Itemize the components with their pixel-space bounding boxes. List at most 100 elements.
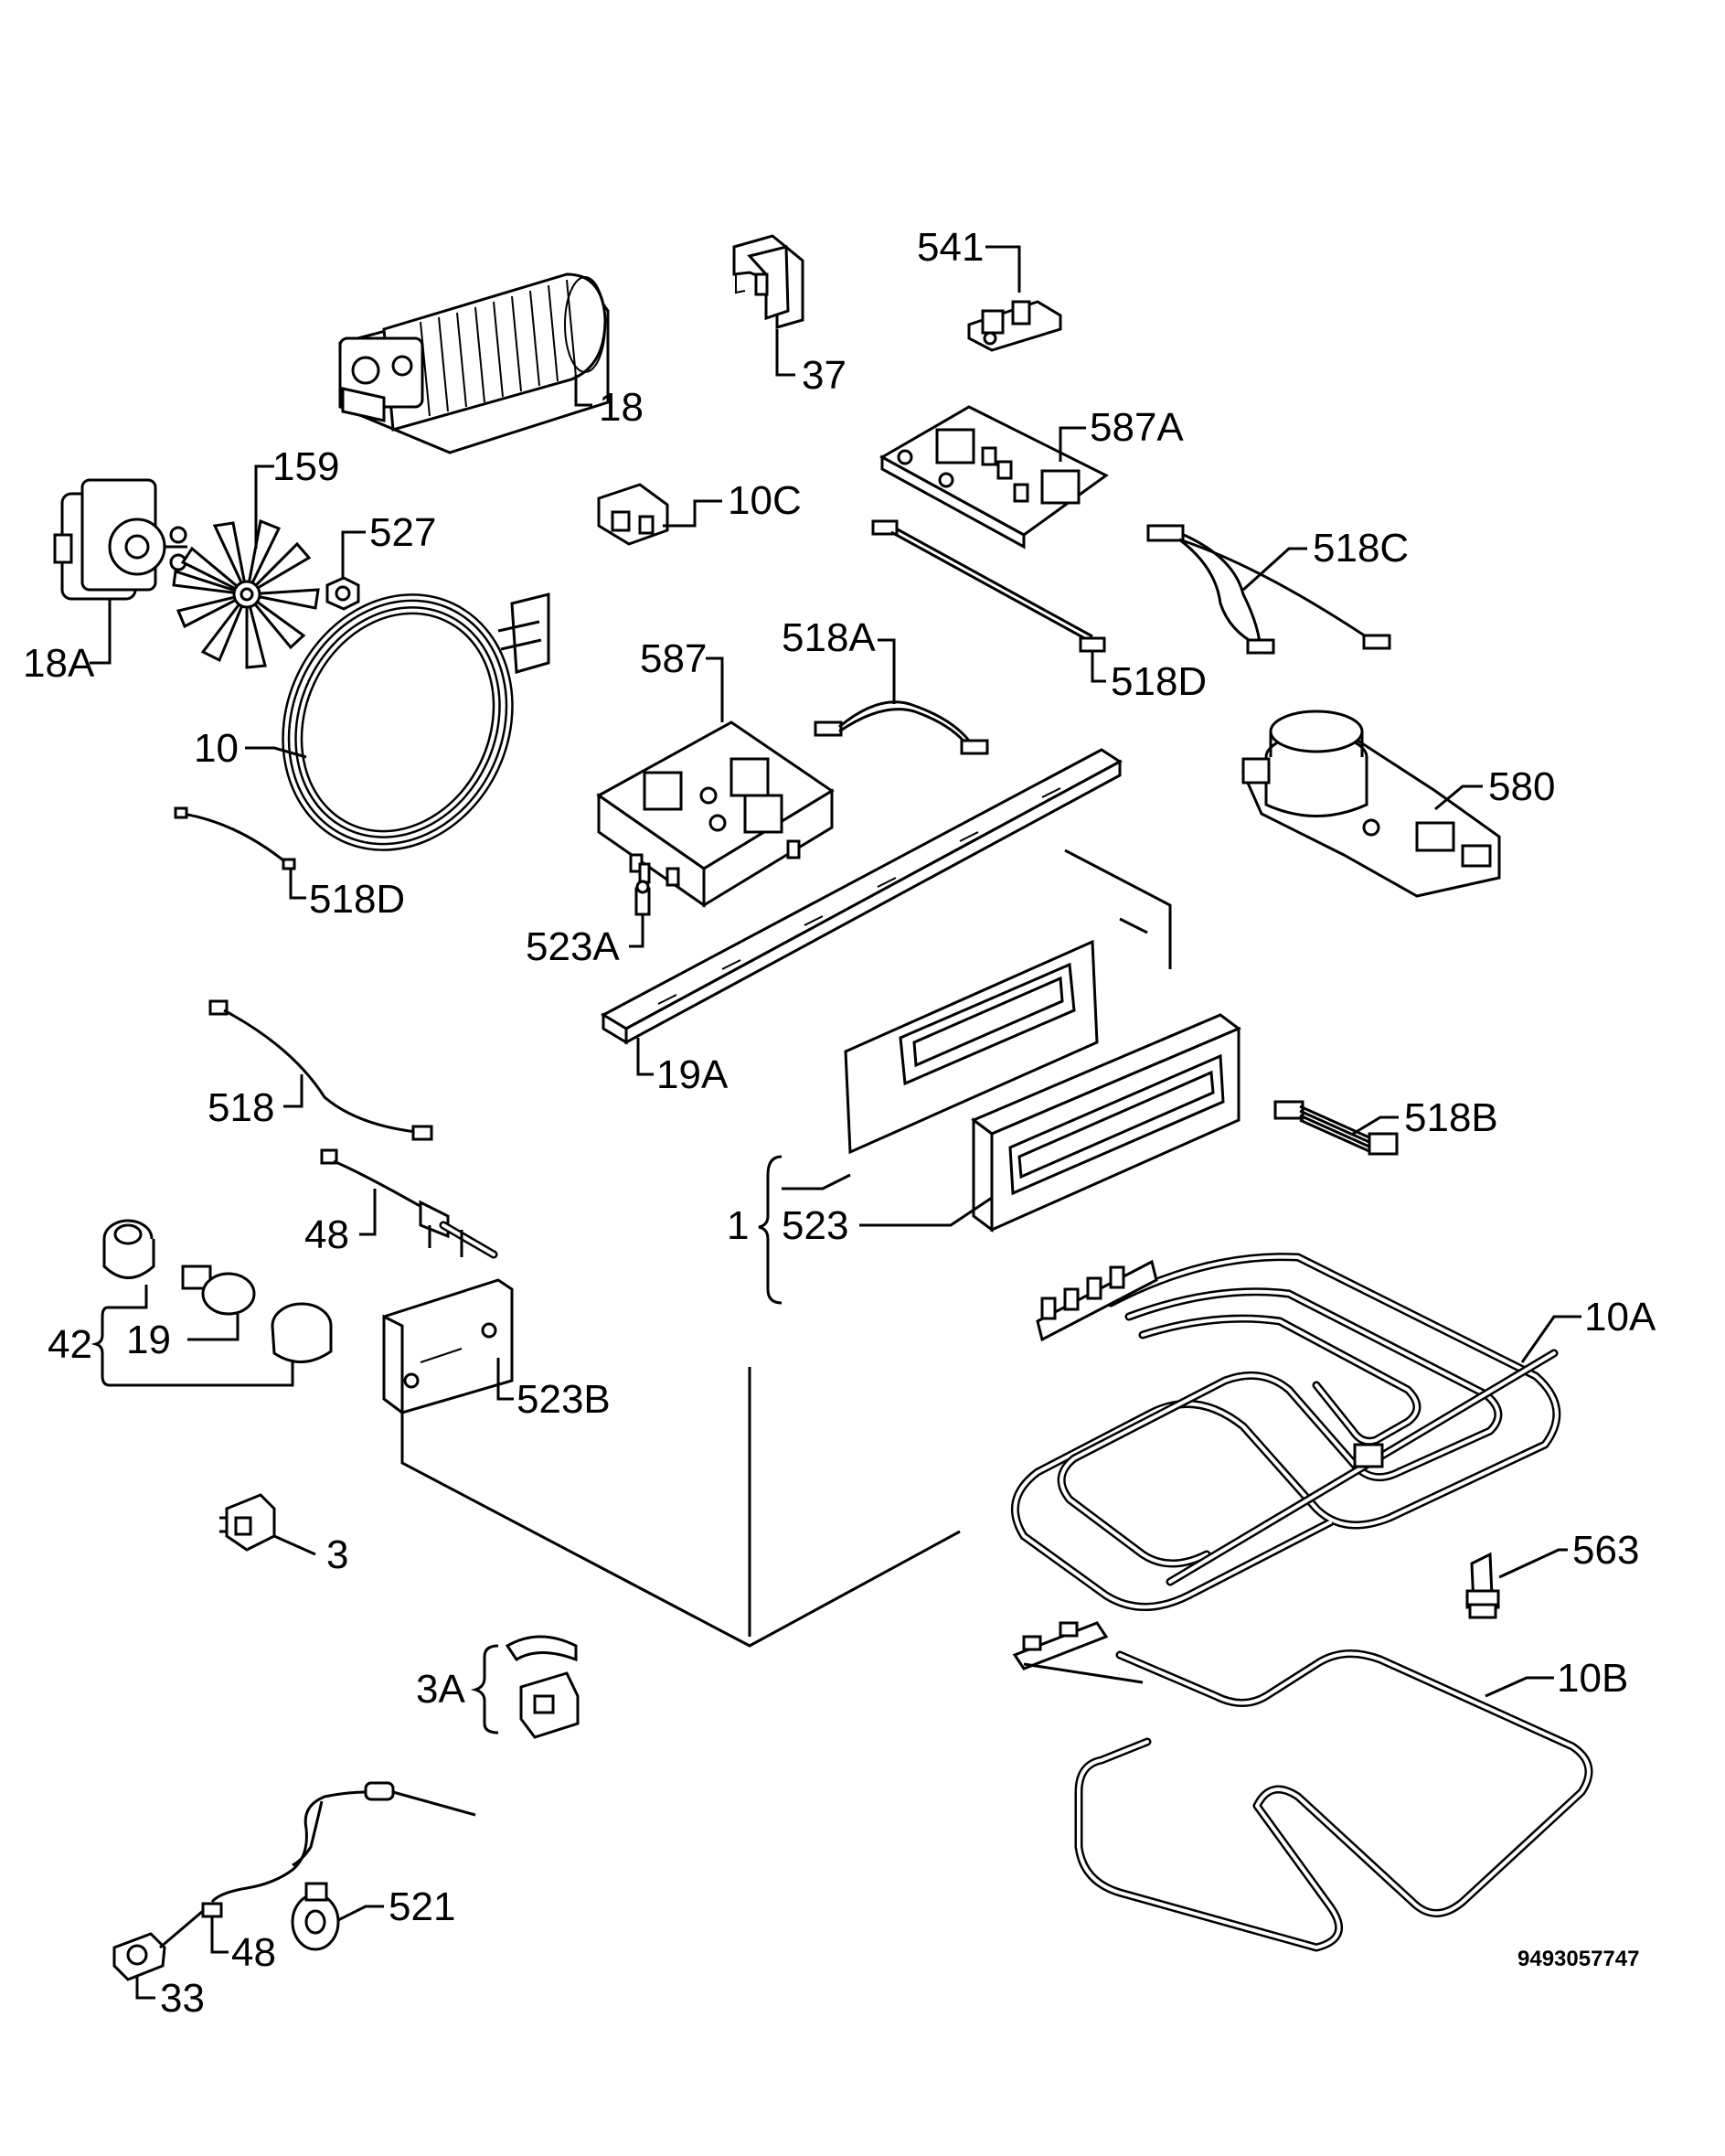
bottom-heating-element-part-10B <box>1012 1621 1593 1952</box>
bracket-part-523B <box>382 1278 514 1415</box>
label-518: 518 <box>208 1085 274 1130</box>
thermostat-knob-part-33 <box>112 1909 204 1981</box>
label-48-upper: 48 <box>304 1212 349 1257</box>
callout-563: 563 <box>1498 1528 1639 1579</box>
callout-48-upper: 48 <box>304 1189 377 1257</box>
label-518C: 518C <box>1313 526 1409 571</box>
callout-587: 587 <box>640 636 724 722</box>
label-33: 33 <box>160 1976 205 2021</box>
label-580: 580 <box>1488 764 1555 809</box>
switch-part-541 <box>967 300 1062 352</box>
callout-48-lower: 48 <box>210 1929 276 1975</box>
oven-housing-outline <box>400 849 1172 1648</box>
callout-523B: 523B <box>496 1358 611 1422</box>
lamp-holder-part <box>102 1219 155 1279</box>
document-number: 9493057747 <box>1517 1947 1639 1971</box>
label-563: 563 <box>1572 1528 1639 1573</box>
label-523A: 523A <box>526 924 620 969</box>
callout-518A: 518A <box>782 615 896 704</box>
thermostat-part-521 <box>291 1882 340 1951</box>
label-523B: 523B <box>516 1377 611 1422</box>
label-518B: 518B <box>1404 1095 1498 1140</box>
callout-523: 523 <box>782 1196 993 1248</box>
callout-541: 541 <box>917 225 1021 293</box>
fuse-part-563 <box>1465 1552 1500 1619</box>
wire-part-518D-left <box>174 806 296 870</box>
callout-518C: 518C <box>1241 526 1409 592</box>
label-518D-top: 518D <box>1111 659 1207 704</box>
label-18: 18 <box>599 385 644 430</box>
control-module-part-587 <box>596 720 835 908</box>
callout-518B: 518B <box>1352 1095 1498 1140</box>
callout-10: 10 <box>194 726 307 771</box>
callout-10B: 10B <box>1485 1656 1628 1701</box>
wire-harness-part-518C <box>1146 524 1391 655</box>
thermostat-capillary-assembly <box>210 1781 476 1904</box>
callout-37: 37 <box>775 329 847 398</box>
callout-42: 42 <box>48 1285 294 1387</box>
label-19: 19 <box>126 1318 171 1362</box>
callout-159: 159 <box>254 444 339 549</box>
callout-518D-left: 518D <box>289 869 405 922</box>
label-518A: 518A <box>782 615 876 660</box>
callout-19A: 19A <box>636 1038 729 1097</box>
label-10C: 10C <box>728 478 802 523</box>
display-panel-part-523 <box>844 939 1099 1155</box>
label-159: 159 <box>272 444 339 489</box>
wire-part-518 <box>208 999 433 1141</box>
ribbon-cable-part-518B <box>1273 1100 1399 1156</box>
wire-part-518A <box>814 700 989 755</box>
label-10B: 10B <box>1557 1656 1628 1701</box>
callout-18: 18 <box>574 375 644 430</box>
label-42: 42 <box>48 1322 92 1367</box>
label-521: 521 <box>389 1884 455 1929</box>
callout-33: 33 <box>135 1975 205 2021</box>
tangential-fan-part <box>338 272 610 454</box>
callout-580: 580 <box>1434 764 1555 811</box>
wire-part-518D-top <box>871 519 1106 653</box>
callout-527: 527 <box>341 510 436 578</box>
label-48-lower: 48 <box>231 1930 276 1975</box>
label-541: 541 <box>917 225 984 270</box>
callout-10C: 10C <box>663 478 802 528</box>
lamp-bulb-part-19 <box>181 1265 256 1316</box>
label-587A: 587A <box>1090 405 1184 450</box>
motor-unit-part-580 <box>1241 710 1501 898</box>
callout-518D-top: 518D <box>1091 651 1207 704</box>
bracket-part-37 <box>732 234 804 329</box>
label-518D-left: 518D <box>309 877 405 922</box>
label-19A: 19A <box>656 1052 729 1097</box>
callout-1: 1 <box>727 1155 851 1305</box>
label-37: 37 <box>802 353 847 398</box>
switch-part-3 <box>219 1493 276 1552</box>
circuit-board-part-587A <box>878 405 1109 550</box>
label-18A: 18A <box>23 641 95 686</box>
frame-strip-part-19A <box>600 748 1123 1045</box>
clip-part-10C <box>597 483 669 546</box>
fan-motor-part-18A <box>53 478 187 601</box>
circular-heating-element-part-10 <box>282 592 550 851</box>
callout-10A: 10A <box>1520 1295 1656 1363</box>
label-1: 1 <box>727 1203 749 1248</box>
label-527: 527 <box>369 510 436 555</box>
sensor-probe-part-48-upper <box>320 1148 498 1259</box>
callout-521: 521 <box>337 1884 455 1929</box>
label-523: 523 <box>782 1203 848 1248</box>
probe-part-48-lower <box>201 1902 223 1929</box>
callout-3: 3 <box>273 1532 348 1577</box>
label-10A: 10A <box>1584 1295 1656 1339</box>
callout-19: 19 <box>126 1314 240 1362</box>
callout-523A: 523A <box>526 914 644 969</box>
label-3: 3 <box>326 1532 348 1577</box>
grill-element-part-10A <box>1010 1253 1561 1611</box>
callout-518: 518 <box>208 1074 303 1130</box>
label-10: 10 <box>194 726 239 771</box>
lamp-cover-part <box>271 1302 333 1363</box>
connector-part-523A <box>634 880 651 916</box>
nut-part-527 <box>325 576 360 611</box>
label-587: 587 <box>640 636 707 681</box>
fan-blade-part-159 <box>172 518 320 669</box>
label-3A: 3A <box>416 1667 465 1712</box>
callout-3A: 3A <box>416 1644 499 1734</box>
